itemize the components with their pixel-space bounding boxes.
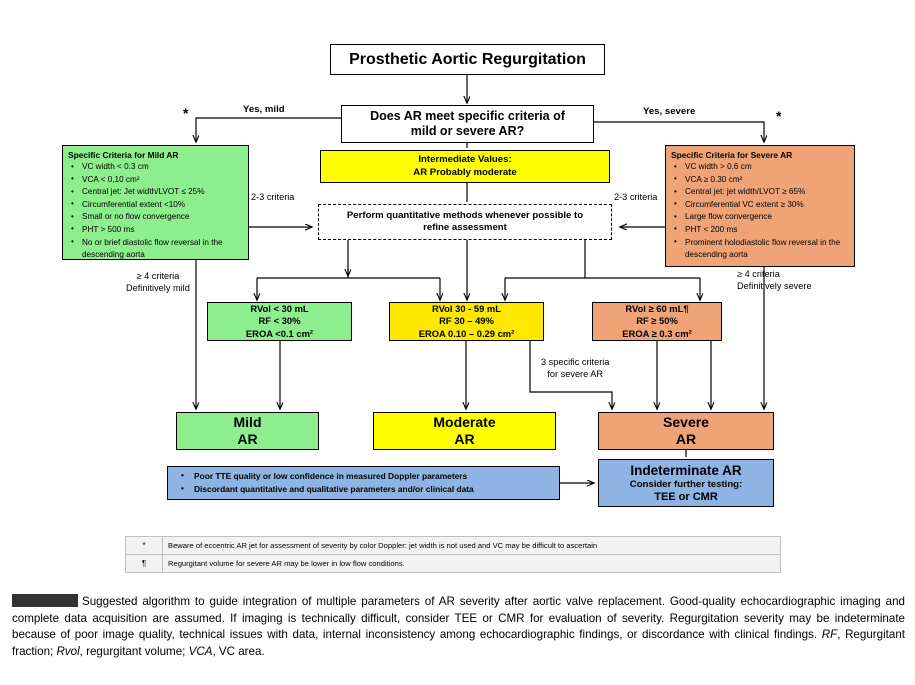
quantitative-methods-box: Perform quantitative methods whenever po… bbox=[318, 204, 612, 240]
asterisk-right-icon: * bbox=[776, 108, 782, 124]
outcome-moderate-ar: Moderate AR bbox=[373, 412, 556, 450]
edge-label-ge4-mild: ≥ 4 criteria Definitively mild bbox=[126, 271, 190, 293]
intermediate-values-box: Intermediate Values: AR Probably moderat… bbox=[320, 150, 610, 183]
mild-criteria-box: Specific Criteria for Mild AR VC width <… bbox=[62, 145, 249, 260]
outcome-mild-label: Mild bbox=[233, 414, 262, 430]
title-box: Prosthetic Aortic Regurgitation bbox=[330, 44, 605, 75]
edge-label-three-specific-criteria: 3 specific criteria for severe AR bbox=[541, 357, 610, 379]
asterisk-left-icon: * bbox=[183, 105, 189, 121]
list-item: VCA < 0,10 cm² bbox=[68, 173, 244, 187]
outcome-indeterminate-ar: Indeterminate AR Consider further testin… bbox=[598, 459, 774, 507]
indeterminate-criteria-box: Poor TTE quality or low confidence in me… bbox=[167, 466, 560, 500]
outcome-moderate-sub: AR bbox=[454, 431, 475, 447]
footnote-text: Beware of eccentric AR jet for assessmen… bbox=[162, 536, 781, 555]
quant-result-mild: RVol < 30 mL RF < 30% EROA <0.1 cm² bbox=[207, 302, 352, 341]
intermediate-line1: Intermediate Values: bbox=[418, 154, 512, 165]
list-item: PHT > 500 ms bbox=[68, 223, 244, 237]
list-item: Circumferential extent <10% bbox=[68, 198, 244, 212]
outcome-severe-sub: AR bbox=[675, 431, 697, 447]
quant-mild-eroa: EROA <0.1 cm² bbox=[245, 327, 314, 339]
mild-criteria-list: VC width < 0.3 cm VCA < 0,10 cm² Central… bbox=[68, 161, 244, 262]
intermediate-line2: AR Probably moderate bbox=[413, 166, 517, 178]
indeterminate-title: Indeterminate AR bbox=[630, 463, 742, 478]
list-item: Large flow convergence bbox=[671, 211, 850, 224]
caption-part4: , VC area. bbox=[212, 644, 265, 658]
quant-mild-rf: RF < 30% bbox=[258, 315, 301, 327]
caption-part2: , Regurgitant fraction; bbox=[12, 628, 906, 658]
title-text: Prosthetic Aortic Regurgitation bbox=[349, 50, 586, 68]
quant-moderate-eroa: EROA 0.10 – 0.29 cm² bbox=[418, 327, 515, 339]
indeterminate-tests: TEE or CMR bbox=[654, 491, 718, 503]
decision-box: Does AR meet specific criteria of mild o… bbox=[341, 105, 594, 143]
list-item: VC width > 0.6 cm bbox=[671, 161, 850, 174]
caption-abbr-rvol: Rvol bbox=[56, 644, 80, 658]
list-item: VC width < 0.3 cm bbox=[68, 161, 244, 174]
list-item: Small or no flow convergence bbox=[68, 211, 244, 224]
severe-criteria-list: VC width > 0.6 cm VCA ≥ 0.30 cm² Central… bbox=[671, 161, 850, 262]
quant-line1: Perform quantitative methods whenever po… bbox=[346, 209, 584, 221]
edge-label-yes-mild: Yes, mild bbox=[243, 104, 285, 115]
outcome-mild-ar: Mild AR bbox=[176, 412, 319, 450]
quant-severe-eroa: EROA ≥ 0.3 cm² bbox=[622, 327, 692, 339]
severe-criteria-box: Specific Criteria for Severe AR VC width… bbox=[665, 145, 855, 267]
list-item: PHT < 200 ms bbox=[671, 223, 850, 237]
outcome-mild-sub: AR bbox=[237, 431, 258, 447]
edge-label-two-three-right: 2-3 criteria bbox=[614, 192, 658, 202]
list-item: Central jet: Jet width/LVOT ≤ 25% bbox=[68, 186, 244, 199]
table-row: ¶ Regurgitant volume for severe AR may b… bbox=[125, 554, 781, 573]
quant-line2: refine assessment bbox=[423, 222, 507, 233]
outcome-moderate-label: Moderate bbox=[433, 414, 496, 430]
footnote-text: Regurgitant volume for severe AR may be … bbox=[162, 554, 781, 573]
list-item: Discordant quantitative and qualitative … bbox=[172, 482, 557, 496]
list-item: No or brief diastolic flow reversal in t… bbox=[68, 236, 244, 262]
quant-result-moderate: RVol 30 - 59 mL RF 30 – 49% EROA 0.10 – … bbox=[389, 302, 544, 341]
edge-label-yes-severe: Yes, severe bbox=[643, 106, 696, 117]
quant-result-severe: RVol ≥ 60 mL¶ RF ≥ 50% EROA ≥ 0.3 cm² bbox=[592, 302, 722, 341]
indeterminate-criteria-list: Poor TTE quality or low confidence in me… bbox=[172, 469, 557, 496]
quant-moderate-rf: RF 30 – 49% bbox=[439, 315, 494, 327]
caption-abbr-vca: VCA bbox=[188, 644, 213, 658]
list-item: VCA ≥ 0.30 cm² bbox=[671, 173, 850, 187]
table-row: * Beware of eccentric AR jet for assessm… bbox=[125, 536, 781, 555]
mild-criteria-heading: Specific Criteria for Mild AR bbox=[68, 150, 179, 160]
quant-severe-rf: RF ≥ 50% bbox=[636, 315, 678, 327]
caption-part3: , regurgitant volume; bbox=[79, 644, 189, 658]
edge-label-ge4-severe: ≥ 4 criteria Definitively severe bbox=[737, 269, 812, 291]
outcome-severe-label: Severe bbox=[663, 414, 709, 430]
caption-redaction-bar bbox=[12, 594, 78, 607]
edge-label-two-three-left: 2-3 criteria bbox=[251, 192, 295, 202]
outcome-severe-ar: Severe AR bbox=[598, 412, 774, 450]
quant-moderate-rvol: RVol 30 - 59 mL bbox=[432, 302, 501, 314]
quant-severe-rvol: RVol ≥ 60 mL¶ bbox=[625, 302, 689, 314]
caption-abbr-rf: RF bbox=[821, 628, 838, 641]
list-item: Poor TTE quality or low confidence in me… bbox=[172, 469, 557, 483]
footnote-table: * Beware of eccentric AR jet for assessm… bbox=[125, 536, 781, 573]
severe-criteria-heading: Specific Criteria for Severe AR bbox=[671, 150, 793, 160]
list-item: Central jet: jet width/LVOT ≥ 65% bbox=[671, 186, 850, 199]
figure-caption: Suggested algorithm to guide integration… bbox=[12, 594, 905, 660]
footnote-symbol: ¶ bbox=[125, 554, 163, 573]
list-item: Circumferential VC extent ≥ 30% bbox=[671, 198, 850, 212]
list-item: Prominent holodiastolic flow reversal in… bbox=[671, 236, 850, 262]
decision-text: Does AR meet specific criteria of mild o… bbox=[370, 109, 565, 138]
indeterminate-subtitle: Consider further testing: bbox=[629, 479, 743, 490]
footnote-symbol: * bbox=[125, 536, 163, 555]
caption-part1: Suggested algorithm to guide integration… bbox=[12, 595, 905, 641]
quant-mild-rvol: RVol < 30 mL bbox=[250, 302, 309, 314]
